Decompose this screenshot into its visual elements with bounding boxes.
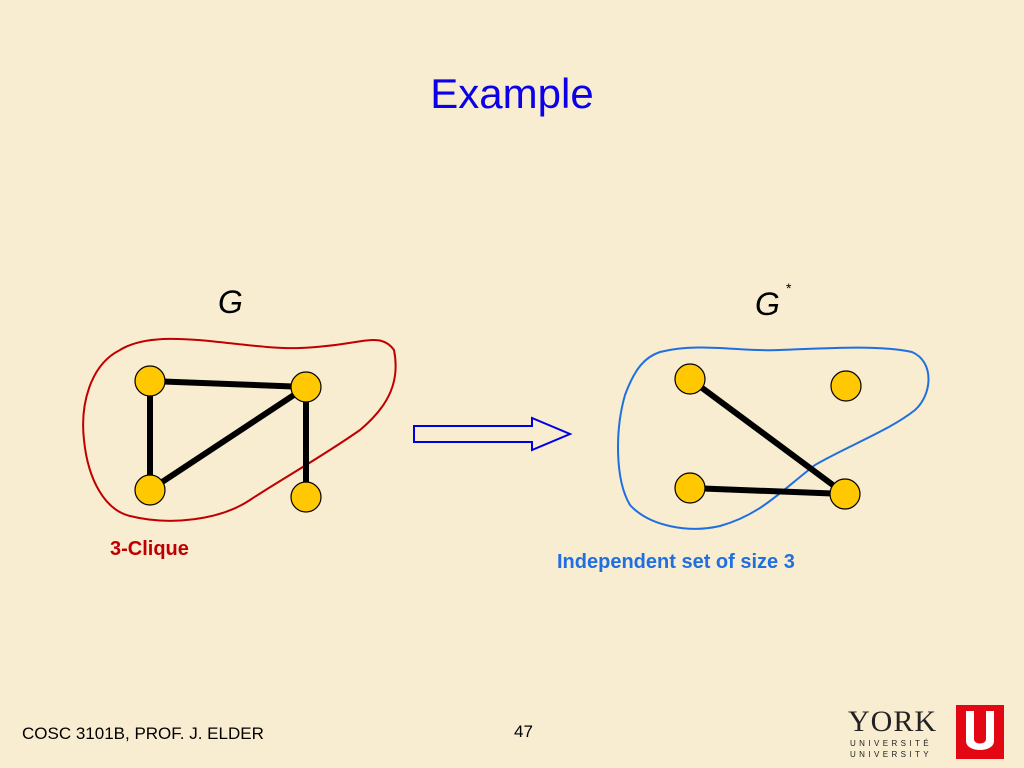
edge-right-1 (688, 376, 847, 497)
clique-caption: 3-Clique (110, 538, 189, 560)
logo-wordmark: YORK (848, 705, 938, 738)
logo-universite: UNIVERSITÉ (850, 739, 933, 748)
graph-g-star-label: G (755, 286, 780, 322)
logo-university: UNIVERSITY (850, 750, 933, 759)
graph-g-label: G (218, 284, 243, 320)
right-arrow-icon (413, 416, 573, 452)
vertex-left-2 (290, 371, 322, 403)
vertex-left-1 (134, 365, 166, 397)
york-logo: YORK UNIVERSITÉ UNIVERSITY (846, 703, 1006, 763)
slide-title: Example (430, 70, 594, 117)
vertex-right-2 (830, 370, 862, 402)
vertex-right-3 (674, 472, 706, 504)
footer-page-number: 47 (514, 722, 533, 741)
edge-left-1 (149, 378, 307, 390)
vertex-right-1 (674, 363, 706, 395)
footer-course: COSC 3101B, PROF. J. ELDER (22, 724, 264, 743)
independent-set-outline (617, 346, 930, 530)
vertex-left-3 (134, 474, 166, 506)
independent-set-caption: Independent set of size 3 (557, 551, 795, 573)
edge-right-2 (689, 485, 846, 497)
vertex-left-4 (290, 481, 322, 513)
vertex-right-4 (829, 478, 861, 510)
graph-g-star-superscript: * (786, 280, 792, 296)
edge-left-3 (148, 384, 308, 493)
york-u-logo-icon (956, 705, 1004, 759)
